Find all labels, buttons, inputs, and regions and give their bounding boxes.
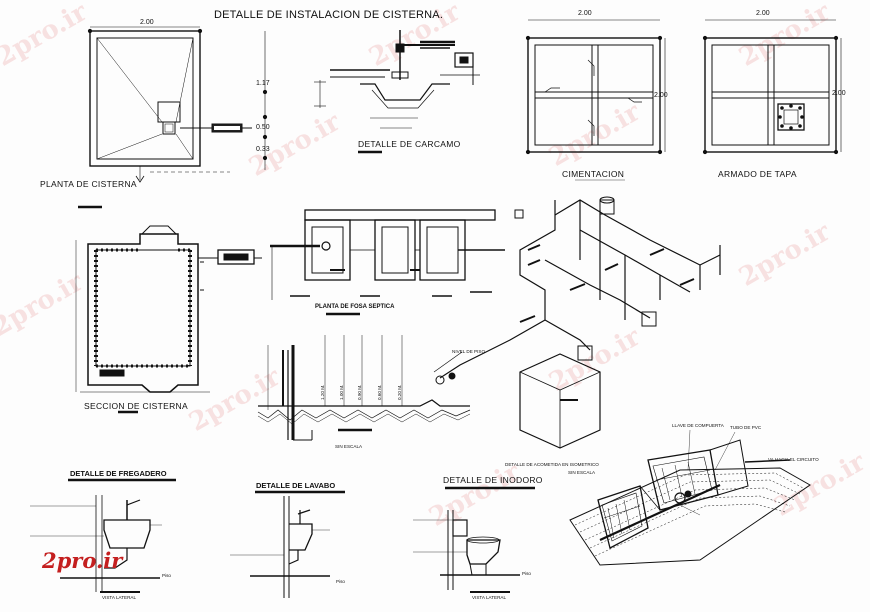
perfil-level: 0.90 M. (357, 384, 362, 400)
inodoro-piso: Piso (522, 571, 531, 576)
perfil-level: 1.00 M. (339, 384, 344, 400)
inodoro-drawing (413, 486, 535, 593)
carcamo-drawing (314, 30, 480, 154)
perfil-level: 1.20 M. (320, 384, 325, 400)
armado-tapa-drawing (702, 19, 842, 155)
cimentacion-dim-side: 2.00 (654, 92, 668, 99)
brand-logo: 2pro.ir (42, 548, 123, 573)
perfil-sin-escala: SIN ESCALA (335, 444, 363, 449)
tapa-dim-side: 2.00 (832, 90, 846, 97)
tubo-pvc-label: TUBO DE PVC (730, 425, 762, 430)
sheet-title: DETALLE DE INSTALACION DE CISTERNA. (214, 9, 444, 21)
lavabo-drawing (230, 490, 345, 598)
va-hacia-label: VA HACIA EL CIRCUITO (768, 457, 819, 462)
acometida-label: DETALLE DE ACOMETIDA EN ISOMETRICO (505, 462, 599, 467)
planta-dim-right-2: 0.50 (256, 124, 270, 131)
llave-compuerta-label: LLAVE DE COMPUERTA (672, 423, 724, 428)
perfil-niveles-drawing (257, 335, 471, 441)
planta-dim-right-1: 1.17 (256, 80, 270, 87)
fosa-septica-label: PLANTA DE FOSA SEPTICA (315, 304, 395, 310)
nivel-piso-label: NIVEL DE PISO (452, 349, 486, 354)
cimentacion-drawing (525, 19, 666, 181)
inodoro-label: DETALLE DE INODORO (443, 475, 543, 485)
fregadero-label: DETALLE DE FREGADERO (70, 469, 167, 478)
planta-dim-top: 2.00 (140, 19, 154, 26)
fregadero-piso: Piso (162, 573, 171, 578)
cimentacion-label: CIMENTACION (562, 169, 625, 179)
planta-cisterna-label: PLANTA DE CISTERNA (40, 179, 137, 189)
fosa-septica-drawing (270, 209, 505, 316)
inodoro-vista: VISTA LATERAL (472, 595, 507, 600)
seccion-cisterna-label: SECCION DE CISTERNA (84, 401, 188, 411)
isometrico-tuberia-drawing (439, 196, 721, 449)
acometida-sin-escala: SIN ESCALA (568, 470, 596, 475)
perfil-level: 0.60 M. (377, 384, 382, 400)
fregadero-drawing (30, 478, 176, 593)
carcamo-label: DETALLE DE CARCAMO (358, 139, 461, 149)
perfil-level: 0.20 M. (397, 384, 402, 400)
seccion-cisterna-drawing (75, 225, 262, 414)
lavabo-label: DETALLE DE LAVABO (256, 481, 336, 490)
fregadero-vista: VISTA LATERAL (102, 595, 137, 600)
tapa-dim-top: 2.00 (756, 10, 770, 17)
planta-dim-right-3: 0.33 (256, 146, 270, 153)
planta-cisterna-drawing (78, 26, 268, 209)
armado-tapa-label: ARMADO DE TAPA (718, 169, 797, 179)
lavabo-piso: Piso (336, 579, 345, 584)
acometida-drawing (569, 429, 811, 566)
cimentacion-dim-top: 2.00 (578, 10, 592, 17)
